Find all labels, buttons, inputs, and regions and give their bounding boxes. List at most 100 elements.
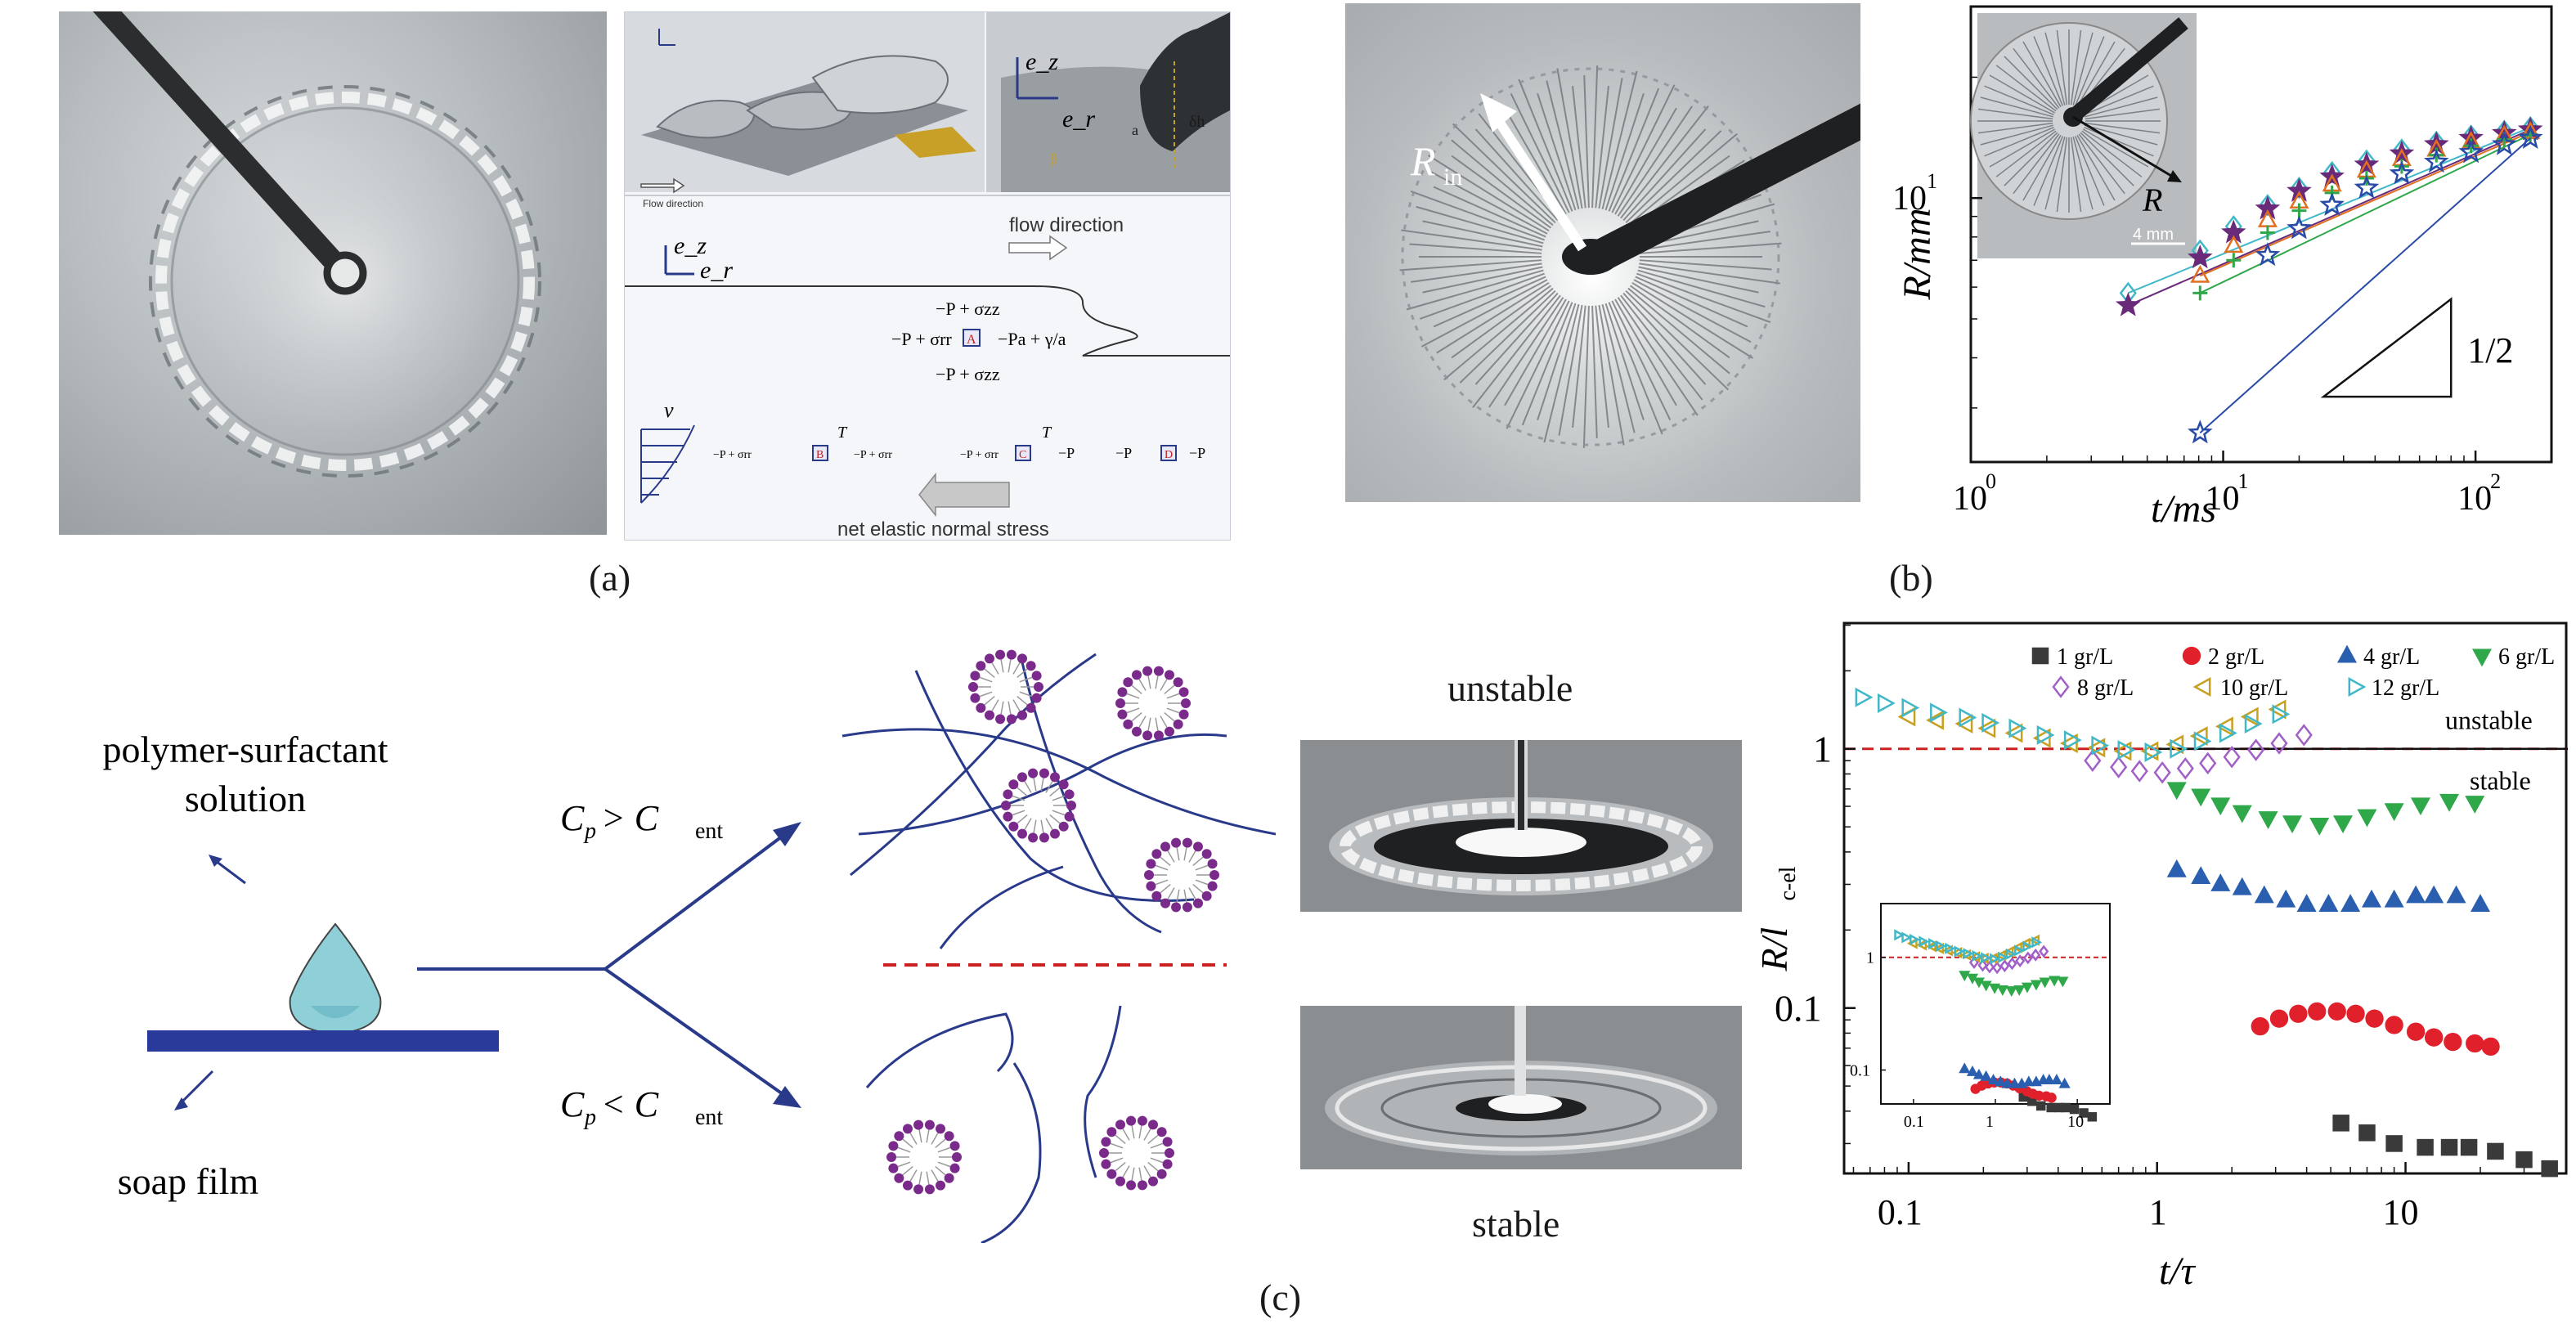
data-point: [1959, 707, 1977, 728]
data-point: [1984, 960, 1995, 974]
data-point: [2058, 1077, 2071, 1088]
series-2: [2166, 859, 2491, 913]
r-in-sub: in: [1443, 164, 1462, 191]
data-point: [2007, 957, 2017, 971]
annot-unstable: unstable: [2445, 706, 2533, 735]
basis-z: e_z: [674, 232, 707, 259]
data-point: [2406, 1022, 2426, 1041]
data-point: [1999, 959, 2010, 973]
data-point: [1972, 949, 1983, 962]
data-point: [1981, 712, 2000, 733]
data-point: [2022, 940, 2034, 953]
cond-lower-sub: p: [583, 1105, 596, 1130]
data-point: [2091, 735, 2110, 756]
data-point: [1963, 948, 1974, 960]
data-point: [2385, 1016, 2403, 1034]
data-point: [1916, 939, 1928, 951]
data-point: [2471, 648, 2493, 667]
x-tick-label: 10: [2457, 480, 2492, 518]
data-point: [2384, 803, 2404, 822]
micelle-icon: [886, 1119, 962, 1195]
data-point: [2165, 734, 2184, 755]
data-point: [2487, 1142, 2504, 1160]
cond-lower-c: C: [560, 1084, 585, 1124]
fit-line: [2199, 133, 2531, 294]
label-a: (a): [589, 557, 631, 599]
data-point: [1894, 929, 1905, 941]
data-point: [2517, 124, 2543, 150]
data-point: [2084, 749, 2102, 772]
data-point: [2031, 948, 2041, 962]
cond-upper-c: C: [560, 798, 585, 838]
data-point: [2425, 1028, 2444, 1047]
data-point: [1989, 953, 2000, 965]
row-stress-3: −P + σrr: [960, 449, 999, 461]
data-point: [2276, 889, 2296, 908]
data-point: [2232, 805, 2252, 823]
data-point: [2460, 1138, 2478, 1156]
data-point: [1995, 1075, 2007, 1087]
inset-x-tick: 10: [2067, 1113, 2084, 1131]
data-point: [2466, 1034, 2484, 1053]
stress-right: −Pa + γ/a: [998, 329, 1066, 349]
data-point: [2210, 797, 2231, 816]
data-point: [1972, 1068, 1985, 1079]
data-point: [2332, 1115, 2349, 1132]
data-point: [2384, 889, 2404, 908]
data-point: [2166, 859, 2187, 877]
data-point: [2110, 756, 2128, 778]
polymer-network: [841, 653, 1276, 949]
data-point: [1930, 702, 1948, 723]
slope-label: 1/2: [2467, 330, 2513, 370]
data-point: [2223, 745, 2241, 769]
fit-line: [2199, 137, 2531, 434]
data-point: [2199, 751, 2217, 775]
data-point: [1942, 944, 1953, 957]
data-point: [1919, 935, 1930, 948]
data-point: [1966, 1065, 1979, 1076]
data-point: [2014, 944, 2025, 957]
micelle-icon: [968, 649, 1043, 725]
data-point: [1855, 687, 1874, 707]
data-point: [2008, 718, 2027, 738]
cond-upper-sub2: ent: [695, 819, 723, 844]
data-point: [2015, 954, 2026, 967]
series-6: [1855, 687, 2291, 762]
data-point: [2192, 676, 2211, 698]
polymer-dilute: [865, 1005, 1122, 1243]
legend-label: 6 gr/L: [2498, 644, 2555, 670]
data-point: [2417, 1138, 2434, 1156]
data-point: [2354, 174, 2380, 199]
inset-scale-label: 4 mm: [2133, 226, 2174, 244]
data-point: [2270, 732, 2288, 755]
x-tick-exp: 2: [2490, 469, 2501, 493]
data-point: [2193, 731, 2212, 751]
label-c: (c): [1259, 1276, 1302, 1318]
legend-label: 1 gr/L: [2057, 644, 2113, 670]
data-point: [1998, 951, 2008, 963]
x-tick-label: 10: [1953, 480, 1987, 518]
data-point: [2153, 760, 2171, 784]
data-point: [2309, 817, 2330, 836]
data-point: [2001, 1077, 2013, 1088]
data-point: [2458, 139, 2484, 164]
y-axis-label-sub: c-el: [1775, 866, 1801, 900]
data-point: [2260, 225, 2275, 240]
data-point: [1959, 971, 1971, 982]
cond-lower-op: < C: [601, 1084, 659, 1124]
data-point: [2346, 1004, 2365, 1023]
solution-label-1: polymer-surfactant: [102, 729, 388, 770]
data-point: [2030, 980, 2042, 991]
soap-film-bar: [147, 1030, 499, 1052]
legend-label: 4 gr/L: [2363, 644, 2420, 670]
data-point: [2444, 1032, 2462, 1052]
data-point: [2318, 894, 2339, 913]
inset-x-tick: 0.1: [1904, 1113, 1924, 1131]
cond-upper-op: > C: [601, 798, 659, 838]
data-point: [2439, 793, 2460, 812]
data-point: [2029, 934, 2040, 946]
data-point: [2389, 140, 2415, 164]
data-point: [2282, 815, 2303, 834]
photo-stable: [1300, 1006, 1742, 1169]
data-point: [2079, 1108, 2089, 1118]
